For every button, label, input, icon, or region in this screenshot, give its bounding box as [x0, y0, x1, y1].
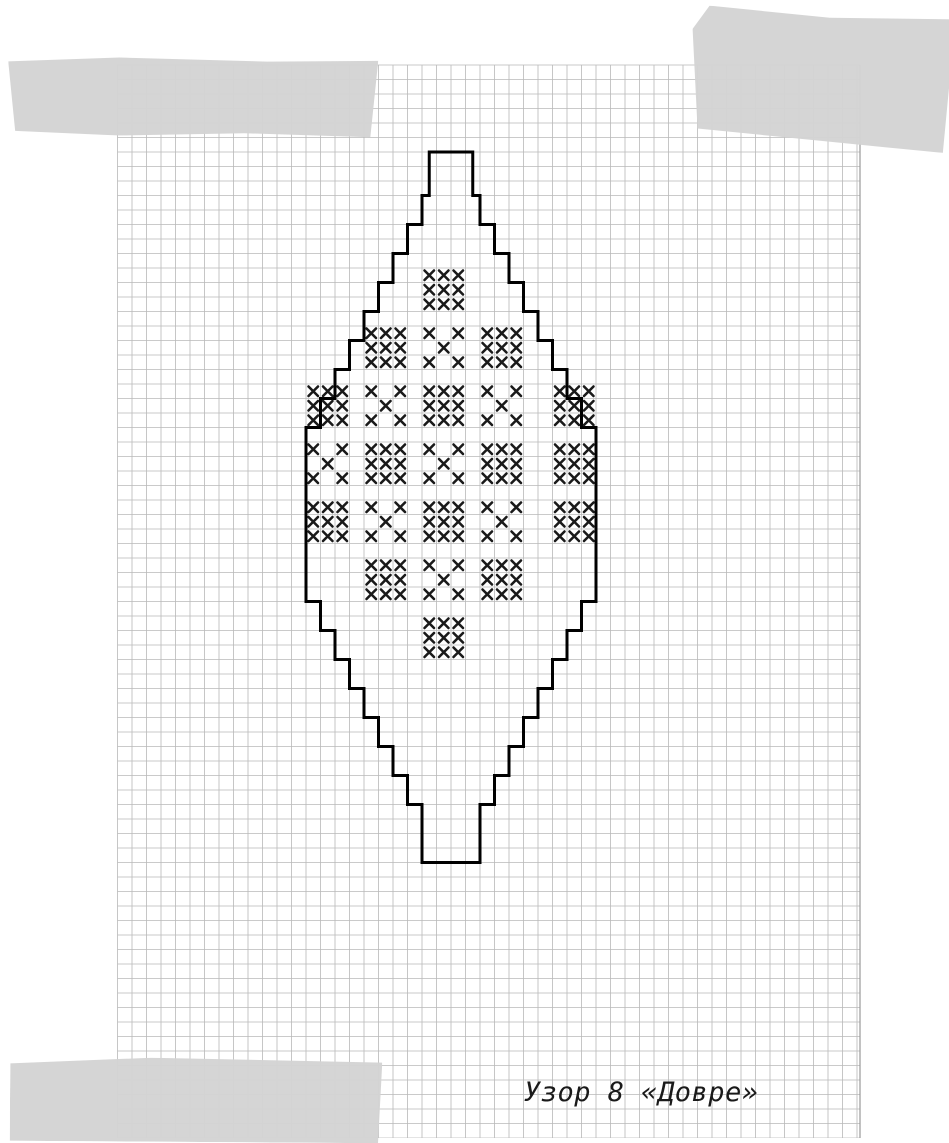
masking-tape-top-left — [8, 57, 379, 138]
masking-tape-bottom-left — [10, 1057, 383, 1143]
pattern-caption: Узор 8 «Довре» — [524, 1077, 759, 1108]
masking-tape-top-right — [686, 5, 949, 153]
